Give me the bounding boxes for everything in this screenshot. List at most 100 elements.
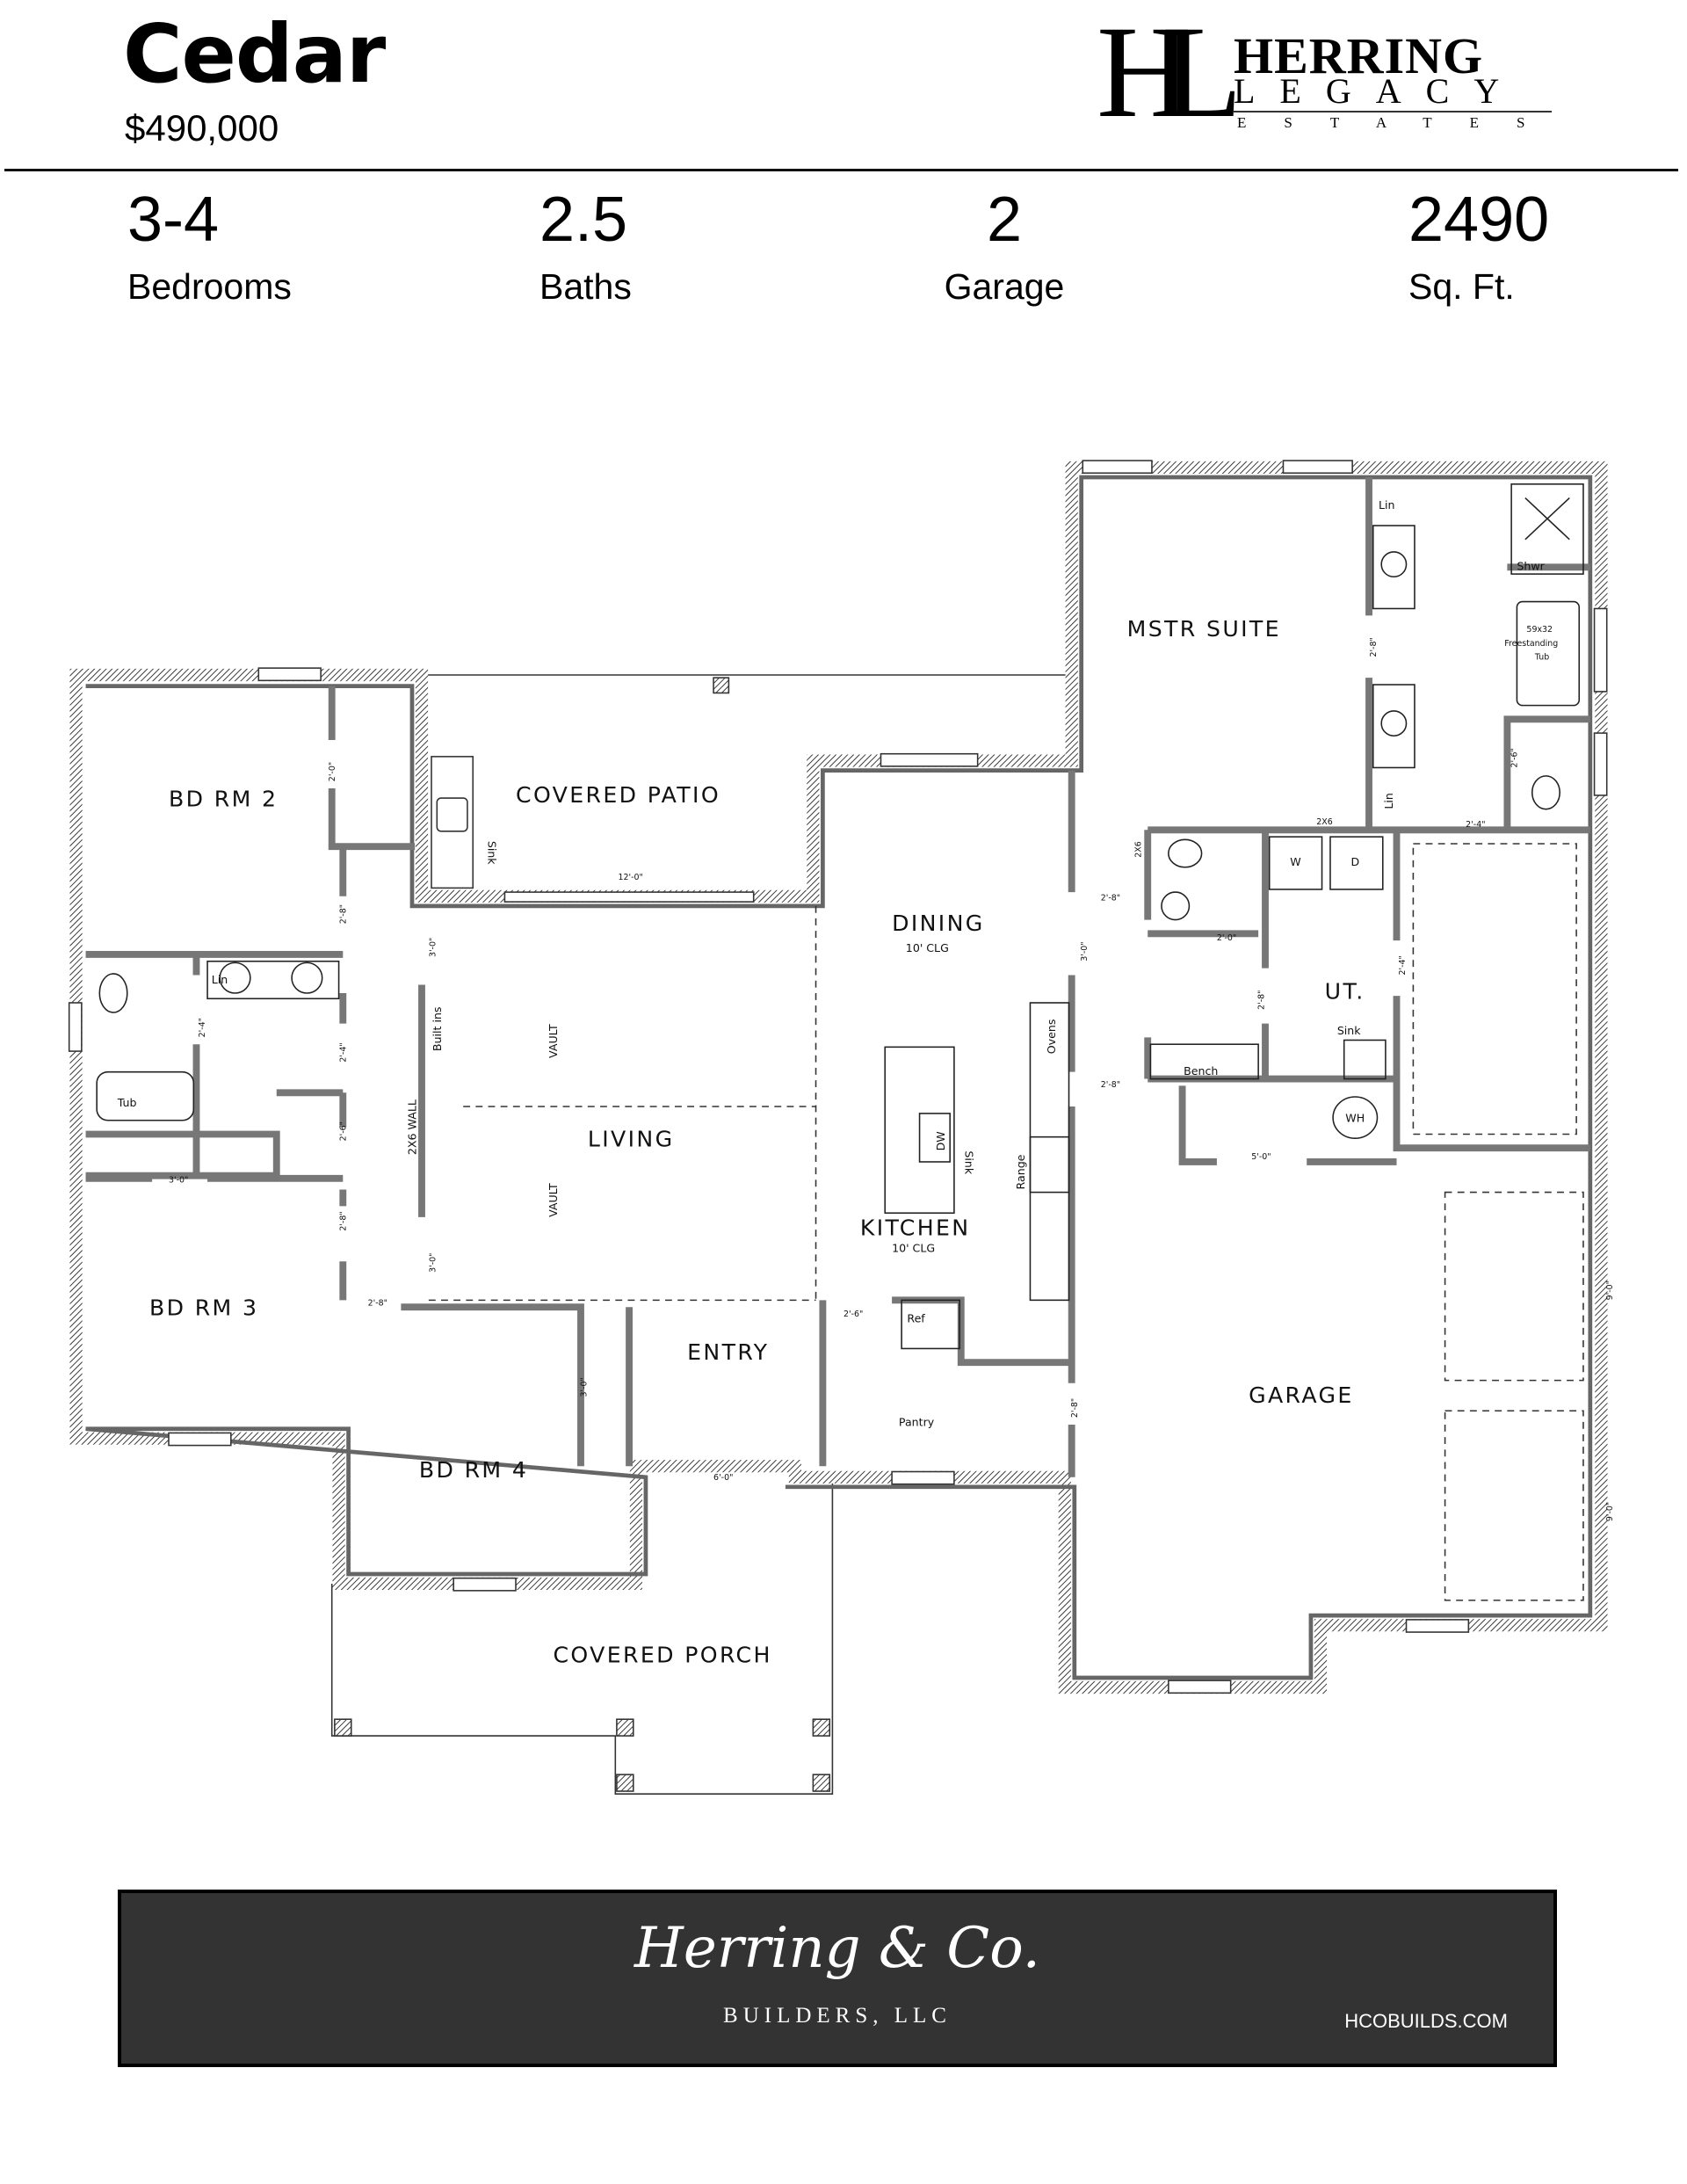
room-label: Pantry bbox=[899, 1416, 935, 1429]
dimension-label: 9'-0" bbox=[1605, 1281, 1615, 1300]
fixture-label: 2X6 bbox=[1133, 841, 1143, 857]
dimension-label: 2'-8" bbox=[1101, 894, 1120, 903]
stat-value: 2.5 bbox=[539, 185, 628, 255]
fixture-label: Tub bbox=[117, 1096, 137, 1109]
dimension-label: 2'-8" bbox=[368, 1299, 387, 1309]
room-label: LIVING bbox=[588, 1127, 675, 1152]
room-label: UT. bbox=[1325, 978, 1365, 1004]
builder-website: HCOBUILDS.COM bbox=[1344, 2010, 1508, 2032]
fixture-label: Range bbox=[1014, 1154, 1027, 1189]
fixture-label: VAULT bbox=[547, 1024, 560, 1058]
dimension-label: 2'-0" bbox=[328, 762, 337, 781]
fixture-label: Sink bbox=[486, 841, 499, 865]
herring-legacy-logo: HL HERRING LEGACY ESTATES bbox=[1097, 6, 1553, 138]
fixture-label: WH bbox=[1345, 1111, 1365, 1124]
stat-value: 2490 bbox=[1408, 185, 1550, 255]
dimension-label: 6'-0" bbox=[713, 1473, 733, 1483]
stat-value: 2 bbox=[986, 185, 1023, 255]
room-label: DINING bbox=[892, 911, 985, 936]
exterior-walls bbox=[69, 461, 1608, 1694]
dimension-label: 2'-6" bbox=[844, 1310, 863, 1319]
stat-label: Garage bbox=[944, 266, 1065, 307]
stat-label: Baths bbox=[539, 266, 632, 307]
stat-garage: 2 Garage bbox=[938, 180, 1070, 308]
builder-footer-banner: Herring & Co. BUILDERS, LLC HCOBUILDS.CO… bbox=[118, 1890, 1557, 2067]
dimension-labels: 2'-0" 2'-8" 3'-0" 2'-4" 2'-4" 2'-6" 3'-0… bbox=[169, 637, 1615, 1521]
fixture-label: Ovens bbox=[1045, 1019, 1058, 1055]
fixture-label: Ref bbox=[907, 1312, 925, 1325]
logo-line-3: ESTATES bbox=[1237, 114, 1563, 131]
stat-bedrooms: 3-4 Bedrooms bbox=[127, 180, 292, 308]
logo-line-2: LEGACY bbox=[1234, 71, 1524, 111]
fixture-label: 2X6 bbox=[1316, 817, 1332, 827]
fixture-label: W bbox=[1290, 855, 1301, 868]
fixture-label: Sink bbox=[1337, 1024, 1361, 1037]
dimension-label: 5'-0" bbox=[1251, 1152, 1271, 1162]
dimension-label: 12'-0" bbox=[618, 873, 642, 882]
dimension-label: 2'-8" bbox=[1070, 1398, 1080, 1418]
room-label: GARAGE bbox=[1249, 1382, 1354, 1408]
dimension-label: 2'-4" bbox=[1466, 820, 1485, 830]
stat-value: 3-4 bbox=[127, 185, 220, 255]
builder-script-logo: Herring & Co. bbox=[634, 1916, 1040, 1981]
fixture-label: 59x32 bbox=[1526, 625, 1553, 635]
plan-title: Cedar bbox=[123, 7, 386, 101]
room-label: MSTR SUITE bbox=[1127, 616, 1281, 642]
fixture-label: Lin bbox=[1382, 793, 1395, 809]
ceiling-lines bbox=[428, 843, 1584, 1601]
fixture-label: Shwr bbox=[1517, 559, 1545, 572]
dimension-label: 3'-0" bbox=[429, 938, 438, 957]
fixture-label: VAULT bbox=[547, 1183, 560, 1217]
dimension-label: 2'-8" bbox=[1369, 637, 1379, 657]
dimension-label: 2'-6" bbox=[1510, 748, 1519, 767]
room-label: BD RM 2 bbox=[169, 787, 278, 812]
dimension-label: 2'-4" bbox=[1398, 955, 1408, 975]
plan-price: $490,000 bbox=[125, 107, 279, 149]
header-divider bbox=[4, 169, 1678, 171]
dimension-label: 2'-4" bbox=[198, 1018, 207, 1037]
outdoor-areas bbox=[330, 674, 1068, 1795]
fixture-label: Tub bbox=[1534, 653, 1549, 663]
fixture-label: Sink bbox=[962, 1150, 975, 1174]
fixture-label: Freestanding bbox=[1504, 639, 1558, 649]
builder-subtitle: BUILDERS, LLC bbox=[723, 2004, 952, 2028]
dimension-label: 3'-0" bbox=[579, 1377, 589, 1397]
dimension-label: 9'-0" bbox=[1605, 1502, 1615, 1521]
fixture-label: Bench bbox=[1184, 1064, 1218, 1077]
dimension-label: 2'-6" bbox=[338, 1121, 348, 1141]
room-label: COVERED PATIO bbox=[516, 782, 720, 808]
room-note: 10' CLG bbox=[906, 941, 949, 954]
logo-divider bbox=[1234, 111, 1552, 112]
fixture-label: DW bbox=[934, 1131, 947, 1151]
dimension-label: 3'-0" bbox=[169, 1176, 188, 1186]
fixture-label: 2X6 WALL bbox=[406, 1099, 419, 1155]
logo-line-1: HERRING bbox=[1234, 27, 1484, 84]
dimension-label: 3'-0" bbox=[429, 1253, 438, 1273]
stat-label: Bedrooms bbox=[127, 266, 292, 307]
stat-label: Sq. Ft. bbox=[1408, 266, 1515, 307]
room-label: KITCHEN bbox=[860, 1215, 971, 1240]
dimension-label: 2'-8" bbox=[338, 904, 348, 924]
room-label: BD RM 4 bbox=[419, 1457, 528, 1483]
dimension-label: 2'-4" bbox=[338, 1042, 348, 1062]
room-label: COVERED PORCH bbox=[554, 1643, 772, 1668]
room-label: ENTRY bbox=[687, 1339, 769, 1365]
stat-baths: 2.5 Baths bbox=[539, 180, 632, 308]
dimension-label: 2'-8" bbox=[1101, 1080, 1120, 1090]
fixture-label: Lin bbox=[1379, 498, 1394, 512]
interior-walls bbox=[85, 476, 1590, 1477]
fixtures bbox=[96, 483, 1584, 1350]
stat-sqft: 2490 Sq. Ft. bbox=[1408, 180, 1549, 308]
fixture-label: Built ins bbox=[431, 1007, 444, 1052]
dimension-label: 3'-0" bbox=[1080, 941, 1090, 961]
room-note: 10' CLG bbox=[892, 1241, 935, 1254]
dimension-label: 2'-8" bbox=[1256, 990, 1266, 1010]
fixture-label: Lin bbox=[212, 973, 228, 986]
room-label: BD RM 3 bbox=[149, 1295, 258, 1321]
fixture-label: D bbox=[1351, 855, 1360, 868]
dimension-label: 2'-8" bbox=[338, 1211, 348, 1230]
dimension-label: 2'-0" bbox=[1217, 933, 1236, 943]
windows bbox=[68, 460, 1608, 1694]
